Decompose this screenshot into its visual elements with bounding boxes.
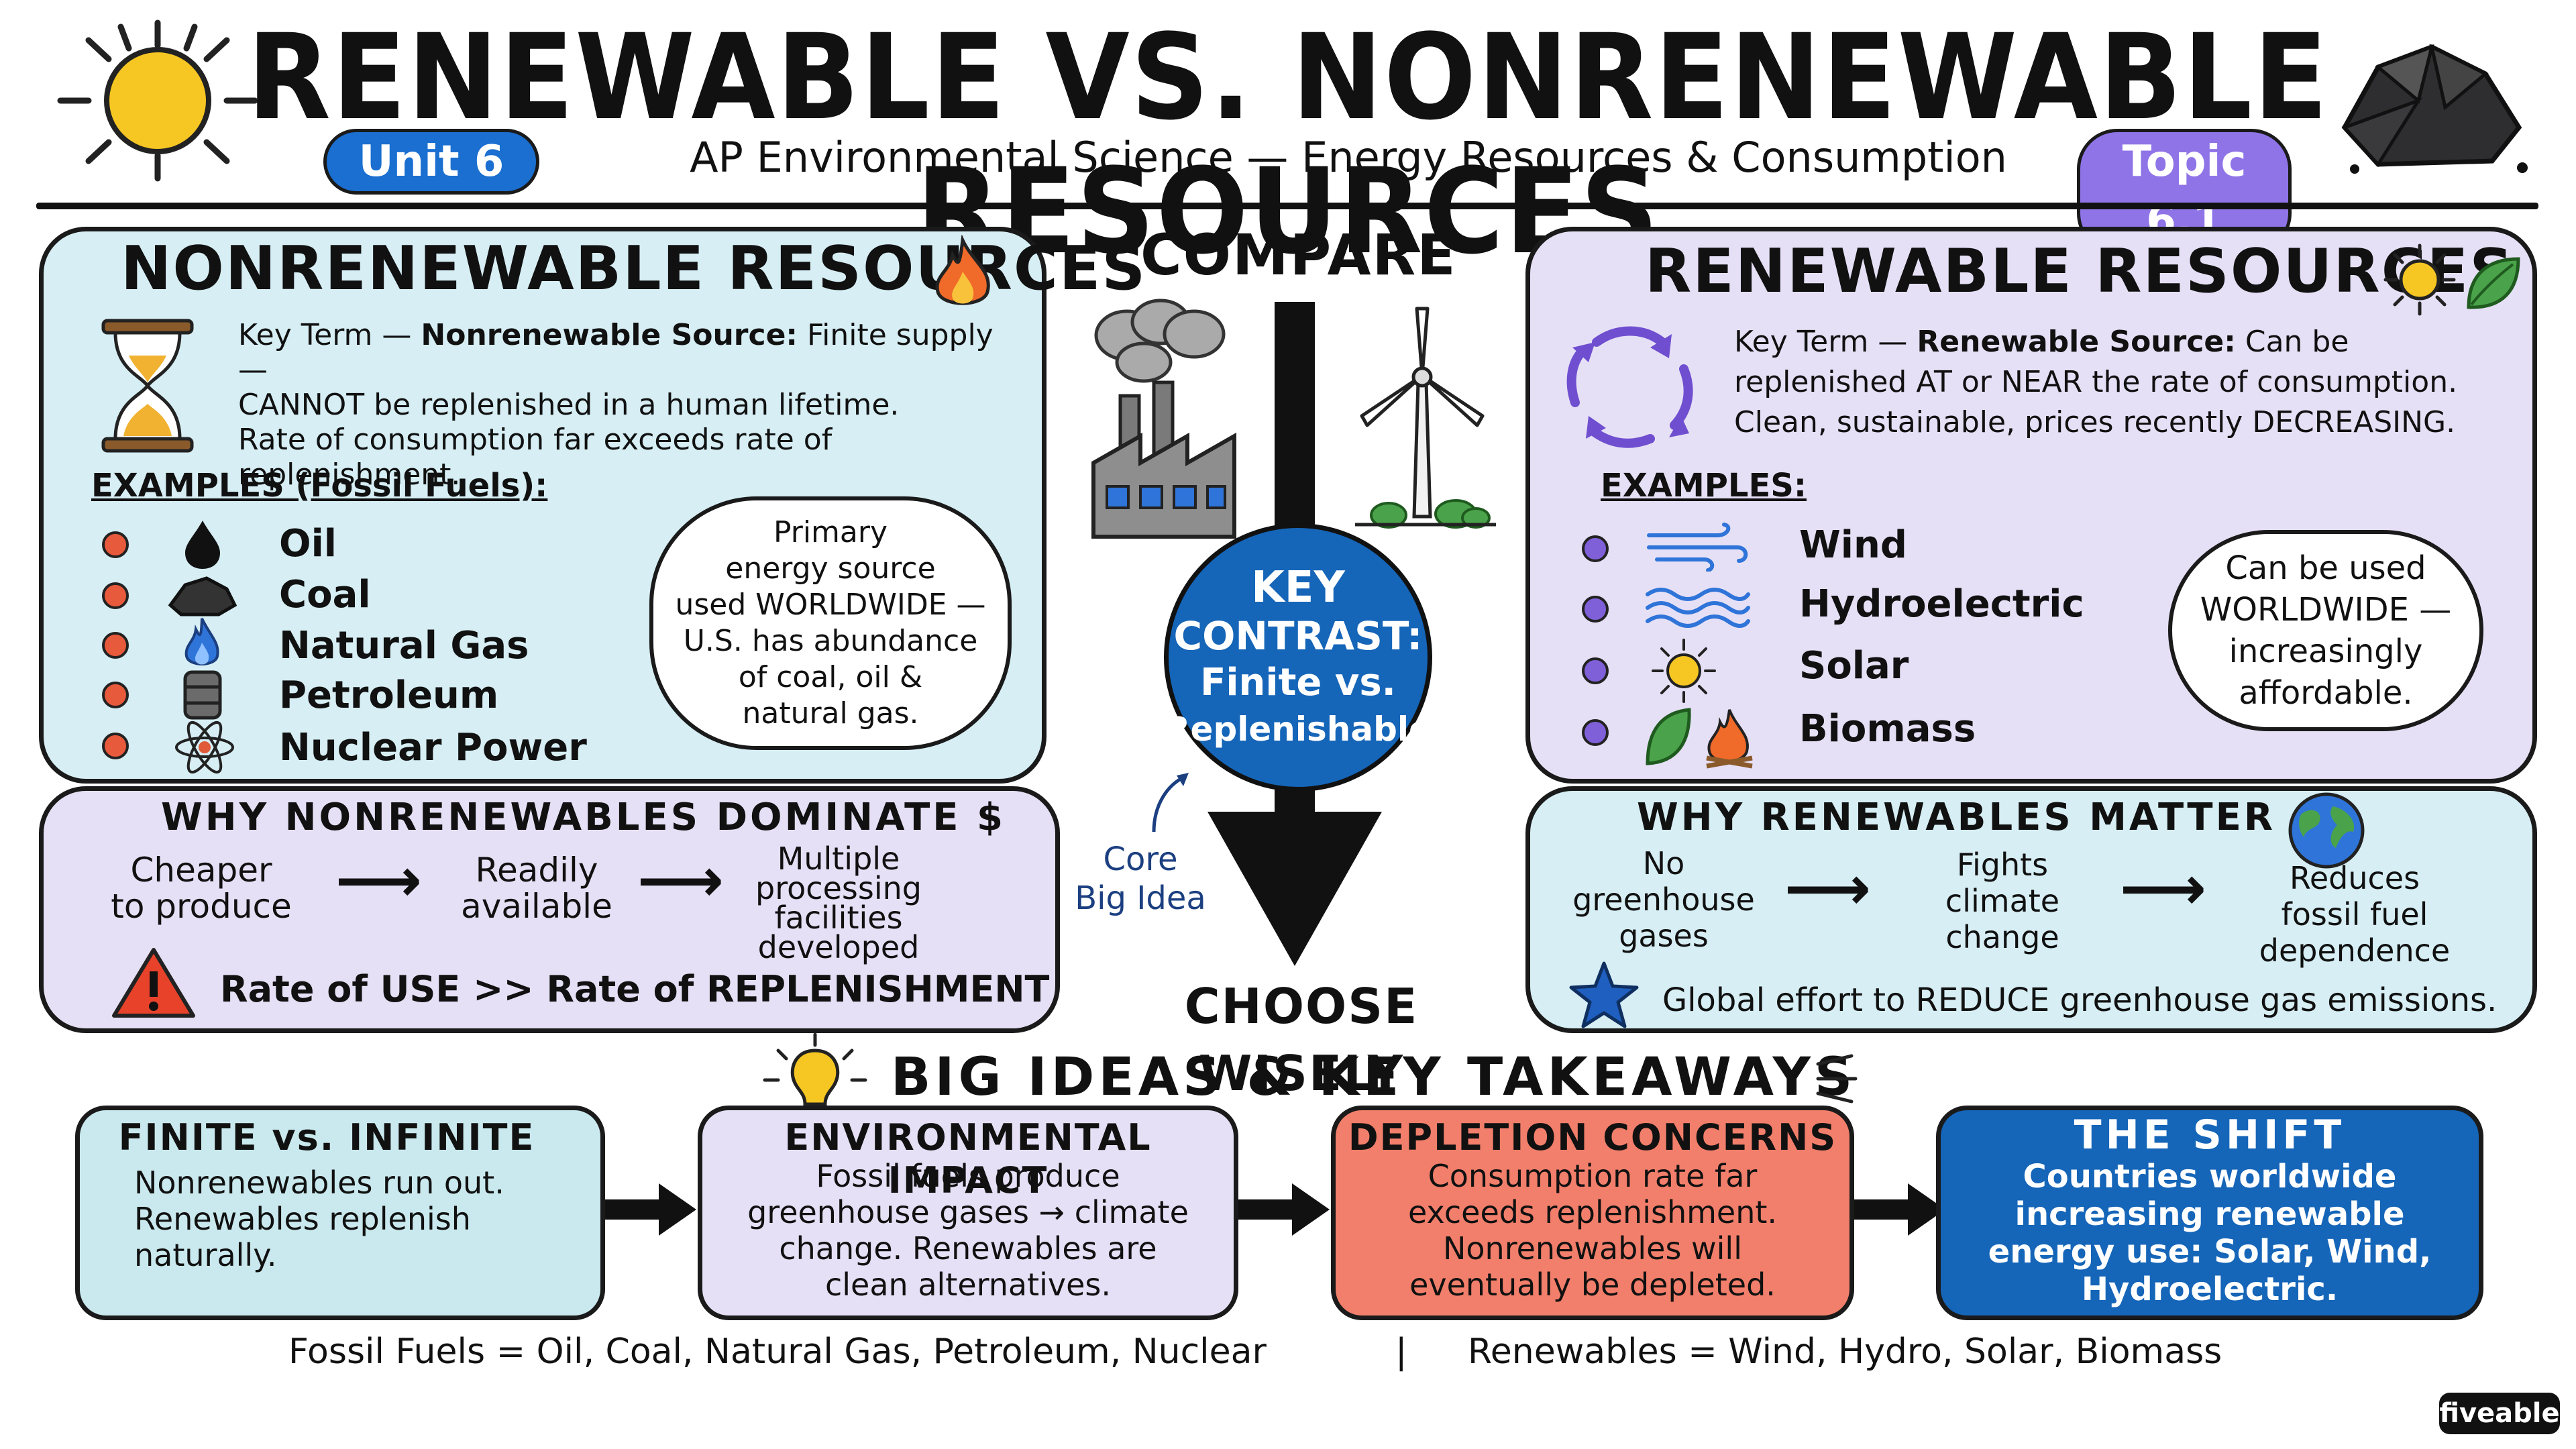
hourglass-icon [94,315,201,456]
list-bullet [102,582,129,609]
globe-icon [2279,790,2373,871]
list-bullet [1582,719,1609,746]
page-subtitle: AP Environmental Science — Energy Resour… [690,133,2007,182]
list-item: Petroleum [279,674,499,717]
card-title: FINITE vs. INFINITE [118,1116,535,1159]
why-nonrenewable-panel [39,786,1060,1033]
compare-label: COMPARE [1140,222,1457,288]
list-item: Coal [279,573,371,616]
card-title: DEPLETION CONCERNS [1348,1116,1837,1159]
coal-pile-icon [2318,27,2539,181]
curved-arrow-icon [1140,765,1194,839]
card-title: THE SHIFT [2074,1112,2346,1159]
star-icon [1567,961,1641,1030]
list-bullet [1582,535,1609,562]
nonrenewable-key-term: Key Term — Nonrenewable Source: Finite s… [238,318,994,492]
list-item: Biomass [1799,707,1976,751]
list-bullet [1582,596,1609,623]
wind-turbine-icon [1342,302,1503,530]
right-arrow-icon: ⟶ [1784,853,1872,924]
coal-icon [165,572,239,619]
renewable-title: RENEWABLE RESOURCES [1645,236,2515,307]
renewable-speech-bubble: Can be used WORLDWIDE — increasingly aff… [2168,530,2483,731]
warning-icon [110,946,197,1020]
recycle-cycle-icon [1556,315,1704,449]
renewable-key-term: Key Term — Renewable Source: Can be repl… [1734,325,2458,439]
list-item: Oil [279,522,337,566]
brand-logo: fiveable [2439,1393,2560,1434]
card-arrow-icon [605,1179,699,1240]
takeaway-card-depletion [1331,1106,1854,1320]
barrel-icon [181,668,224,722]
fire-icon [926,234,1000,315]
why-renewable-note: Global effort to REDUCE greenhouse gas e… [1662,981,2498,1019]
water-waves-icon [1644,585,1751,628]
card-arrow-icon [1238,1179,1332,1240]
big-ideas-title: BIG IDEAS & KEY TAKEAWAYS [891,1047,1857,1108]
sparkle-lines-icon [1811,1051,1865,1104]
footer-renewables: Renewables = Wind, Hydro, Solar, Biomass [1468,1332,2222,1372]
sun-icon [2383,243,2457,317]
card-title: ENVIRONMENTAL IMPACT [784,1116,1152,1201]
sun-icon [47,13,268,188]
unit-badge: Unit 6 [323,129,539,195]
why-nonrenewable-title: WHY NONRENEWABLES DOMINATE $ [161,796,1006,839]
list-item: Hydroelectric [1799,582,2084,626]
why-renewable-panel [1525,786,2537,1033]
list-item: Nuclear Power [279,726,587,769]
list-bullet [102,632,129,659]
why-nonrenewable-note: Rate of USE >> Rate of REPLENISHMENT [220,968,1050,1010]
right-arrow-icon: ⟶ [2120,853,2207,924]
leaf-fire-icon [1642,703,1763,770]
oil-drop-icon [176,517,229,570]
atom-icon [173,719,236,775]
page-title: RENEWABLE VS. NONRENEWABLE RESOURCES [247,9,2329,280]
takeaway-card-finite [75,1106,605,1320]
renewable-examples-label: EXAMPLES: [1601,467,1807,504]
card-body: Nonrenewables run out.Renewables repleni… [134,1165,504,1273]
right-arrow-icon: ⟶ [335,845,423,916]
wind-icon [1644,522,1751,572]
list-item: Wind [1799,523,1907,567]
choose-wisely-label: CHOOSE WISELY [1184,978,1419,1102]
nonrenewable-speech-bubble: Primary energy source used WORLDWIDE — U… [649,496,1012,750]
list-item: Natural Gas [279,624,529,667]
list-bullet [102,682,129,708]
footer-fossil-fuels: Fossil Fuels = Oil, Coal, Natural Gas, P… [288,1332,1267,1372]
key-contrast-circle: KEY CONTRAST: Finite vs. Replenishable [1164,523,1432,792]
list-item: Solar [1799,644,1909,688]
list-bullet [102,733,129,759]
takeaway-card-shift [1936,1106,2483,1320]
takeaway-card-environmental [698,1106,1238,1320]
list-bullet [1582,657,1609,684]
right-arrow-icon: ⟶ [637,845,724,916]
footer-separator: | [1395,1332,1407,1372]
why-renewable-title: WHY RENEWABLES MATTER [1637,796,2275,839]
sun-icon [1650,637,1717,704]
card-arrow-icon [1854,1179,1948,1240]
leaf-icon [2462,254,2522,314]
header-divider [36,203,2538,209]
nonrenewable-examples-label: EXAMPLES (Fossil Fuels): [91,467,548,504]
factory-icon [1080,295,1241,550]
list-bullet [102,531,129,558]
gas-flame-icon [178,616,225,672]
